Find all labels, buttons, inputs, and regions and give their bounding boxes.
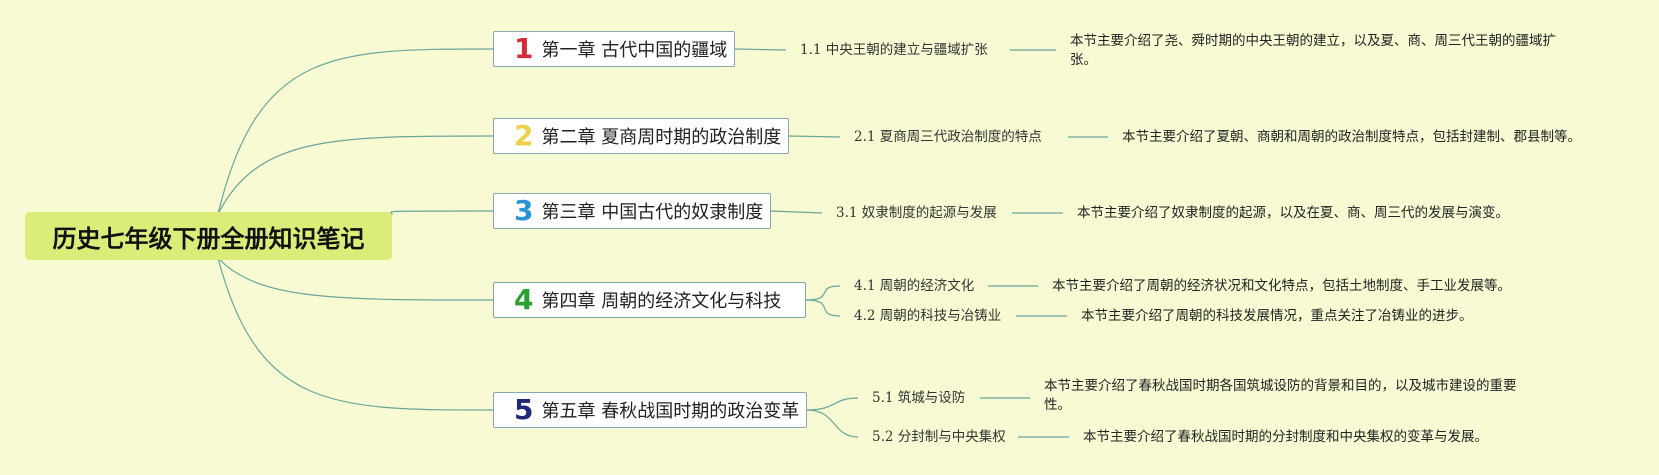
chapter-to-section-link: [806, 409, 859, 438]
chapter-number: 1: [514, 32, 534, 65]
chapter-title: 第一章 古代中国的疆域: [541, 40, 728, 61]
chapter-title: 第二章 夏商周时期的政治制度: [541, 127, 782, 148]
section-label[interactable]: 5.1 筑城与设防: [872, 390, 966, 406]
section-label[interactable]: 5.2 分封制与中央集权: [872, 429, 1006, 445]
root-to-chapter-link: [217, 48, 494, 215]
chapter-number: 5: [514, 393, 534, 426]
chapter-title: 第五章 春秋战国时期的政治变革: [541, 401, 800, 422]
section-description[interactable]: 本节主要介绍了春秋战国时期的分封制度和中央集权的变革与发展。: [1083, 429, 1488, 445]
section-label[interactable]: 1.1 中央王朝的建立与疆域扩张: [800, 42, 988, 58]
section-label[interactable]: 2.1 夏商周三代政治制度的特点: [854, 129, 1042, 145]
chapter-title: 第三章 中国古代的奴隶制度: [541, 202, 764, 223]
chapter-node-5[interactable]: 5 第五章 春秋战国时期的政治变革: [493, 392, 807, 428]
section-description[interactable]: 本节主要介绍了尧、舜时期的中央王朝的建立，以及夏、商、周三代王朝的疆域扩张。: [1070, 33, 1556, 68]
chapter-to-section-link: [805, 285, 841, 301]
section-label[interactable]: 4.1 周朝的经济文化: [854, 278, 975, 294]
chapter-to-section-link: [788, 135, 841, 138]
chapter-node-3[interactable]: 3 第三章 中国古代的奴隶制度: [493, 193, 771, 229]
chapter-to-section-link: [770, 210, 823, 214]
chapter-number: 3: [514, 194, 534, 227]
chapter-node-4[interactable]: 4 第四章 周朝的经济文化与科技: [493, 282, 806, 318]
section-description[interactable]: 本节主要介绍了夏朝、商朝和周朝的政治制度特点，包括封建制、郡县制等。: [1122, 129, 1581, 145]
chapter-number: 4: [514, 283, 534, 316]
root-to-chapter-link: [379, 210, 494, 219]
section-label[interactable]: 4.2 周朝的科技与冶铸业: [854, 308, 1002, 324]
chapter-node-1[interactable]: 1 第一章 古代中国的疆域: [493, 31, 735, 67]
root-to-chapter-link: [217, 135, 494, 215]
chapter-to-section-link: [734, 48, 787, 51]
root-to-chapter-link: [217, 257, 494, 411]
section-description[interactable]: 本节主要介绍了周朝的经济状况和文化特点，包括土地制度、手工业发展等。: [1052, 278, 1511, 294]
chapter-node-2[interactable]: 2 第二章 夏商周时期的政治制度: [493, 118, 789, 154]
chapter-to-section-link: [806, 397, 859, 411]
chapter-title: 第四章 周朝的经济文化与科技: [541, 291, 782, 312]
chapter-number: 2: [514, 119, 534, 152]
section-description[interactable]: 本节主要介绍了周朝的科技发展情况，重点关注了冶铸业的进步。: [1081, 308, 1473, 324]
root-title: 历史七年级下册全册知识笔记: [52, 224, 365, 253]
root-topic[interactable]: 历史七年级下册全册知识笔记: [25, 212, 392, 260]
section-label[interactable]: 3.1 奴隶制度的起源与发展: [836, 205, 997, 221]
root-to-chapter-link: [217, 257, 494, 301]
chapter-to-section-link: [805, 299, 841, 317]
section-description[interactable]: 本节主要介绍了春秋战国时期各国筑城设防的背景和目的，以及城市建设的重要性。: [1044, 378, 1517, 413]
section-description[interactable]: 本节主要介绍了奴隶制度的起源，以及在夏、商、周三代的发展与演变。: [1077, 205, 1509, 221]
